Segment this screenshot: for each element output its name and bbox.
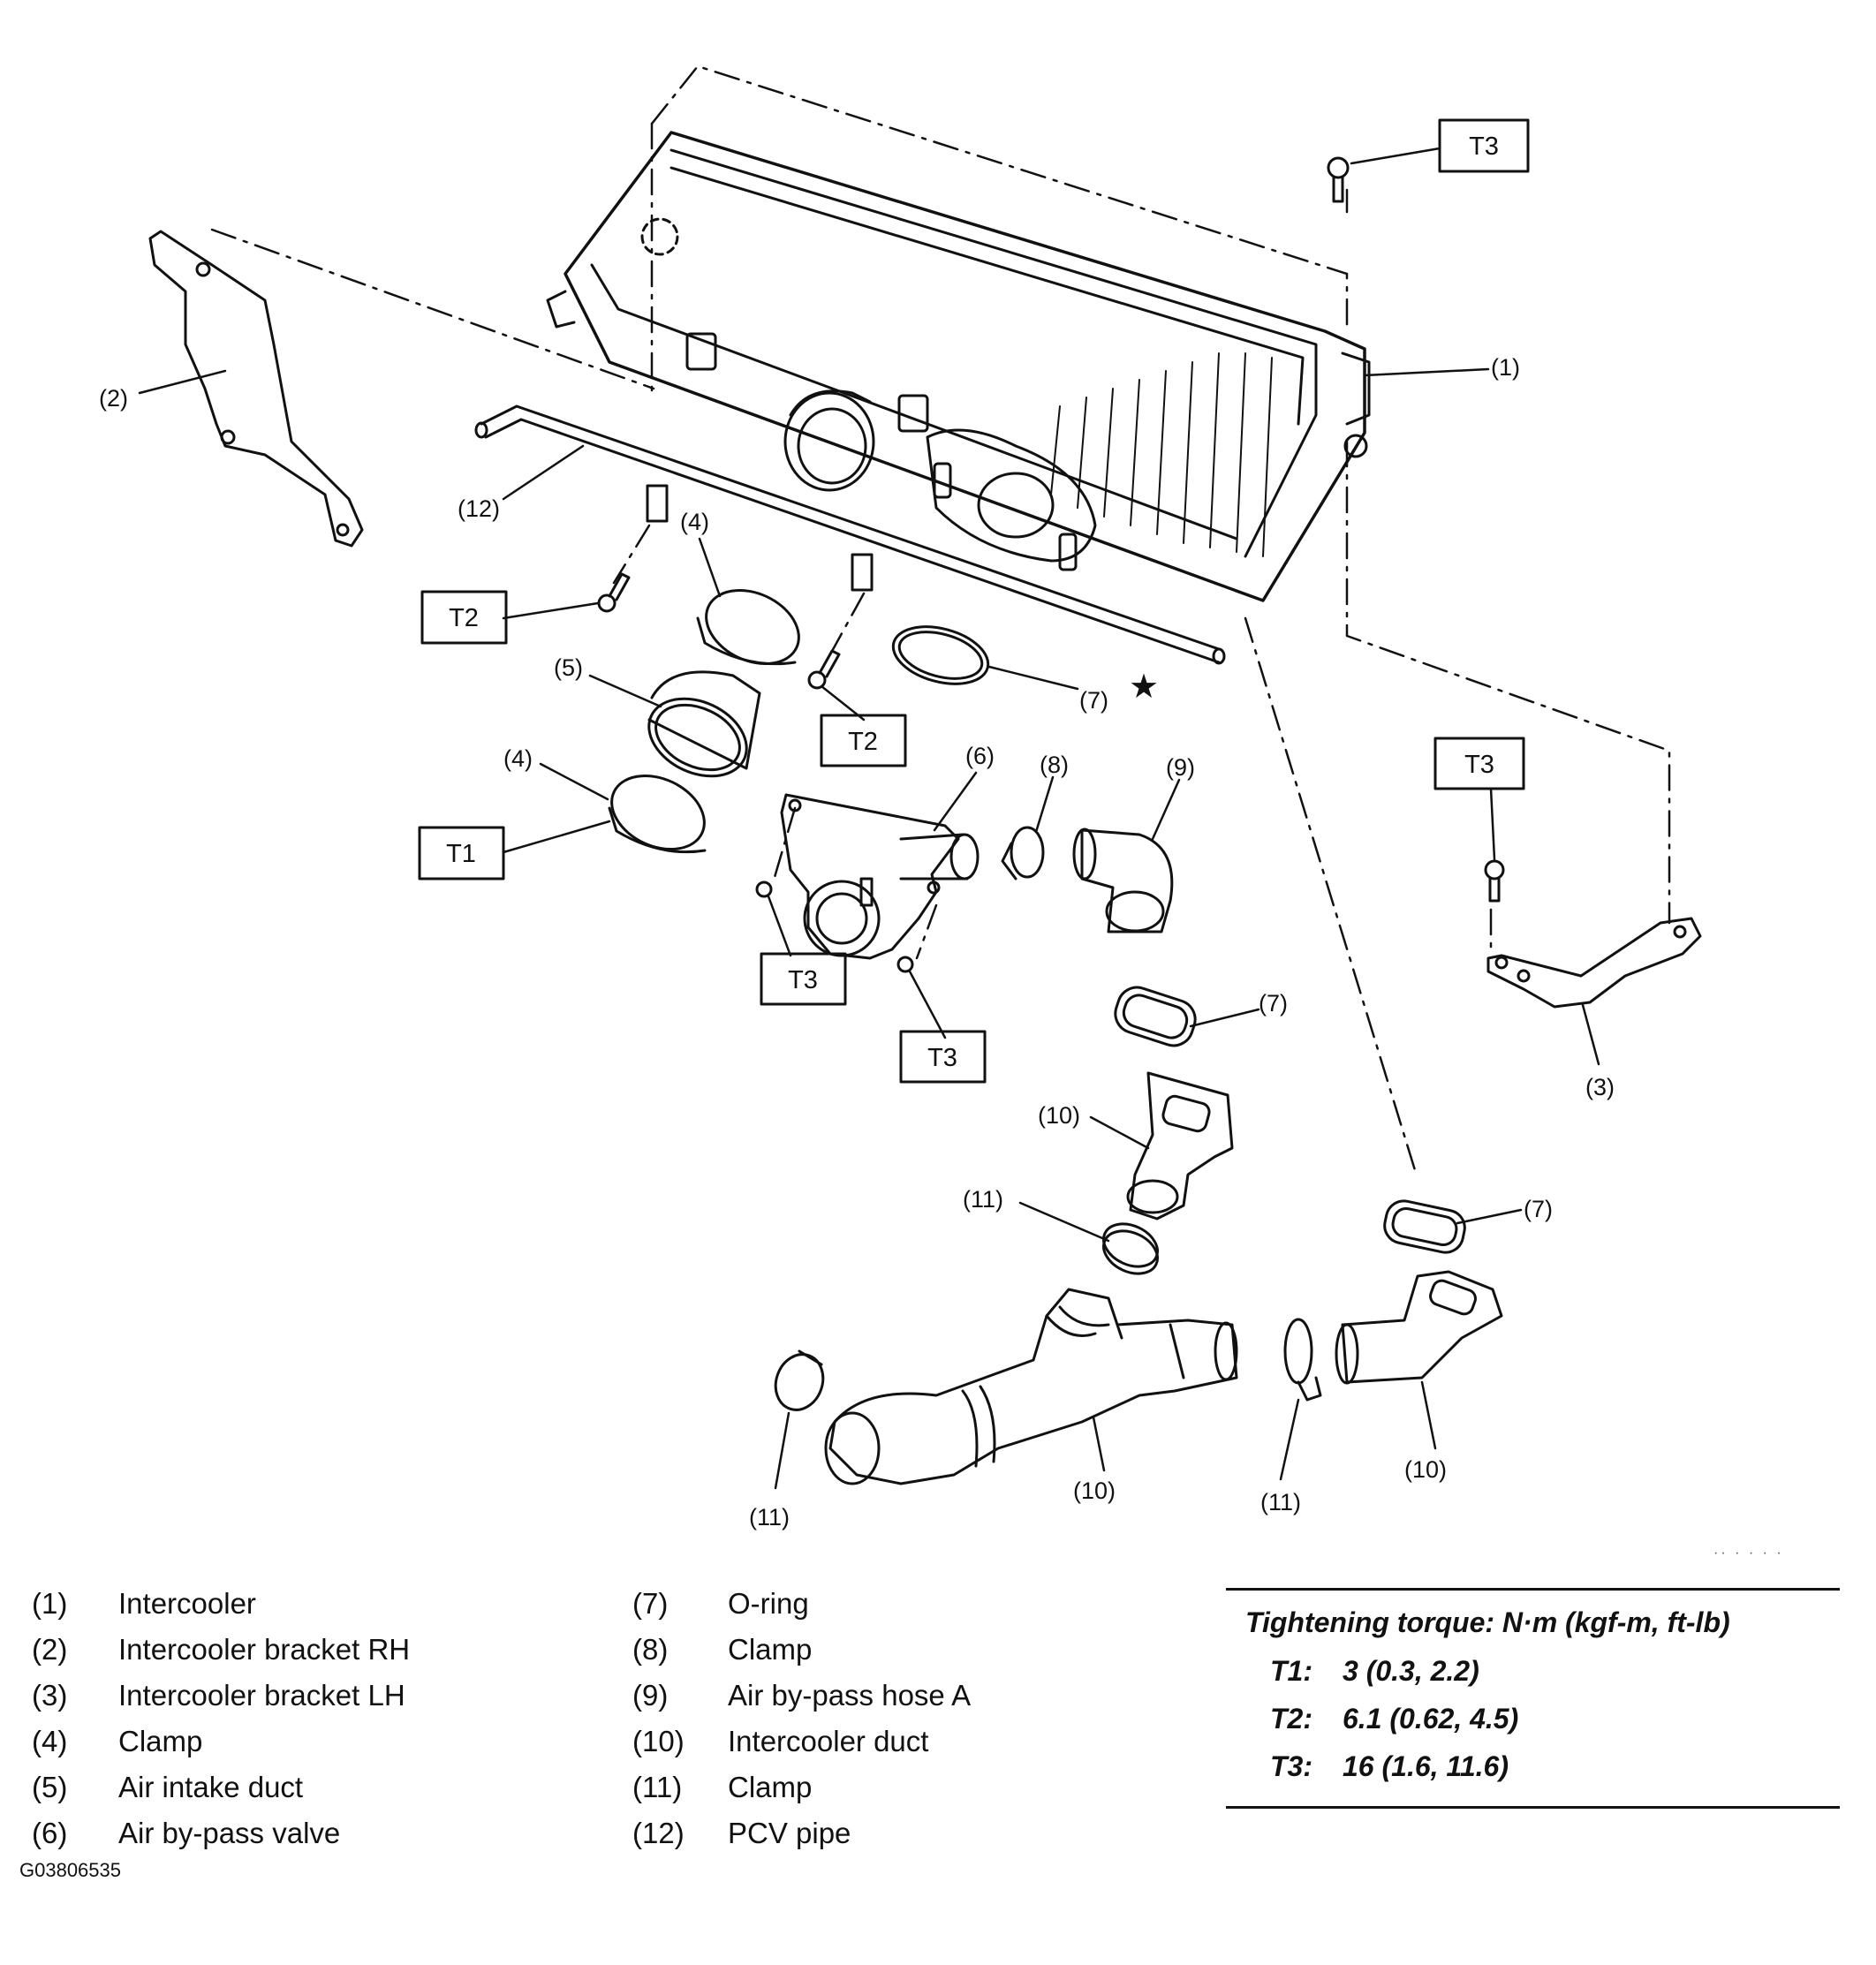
o-ring-lower bbox=[1383, 1199, 1466, 1254]
bolts bbox=[597, 156, 1505, 973]
callout-11-lower-mid: (11) bbox=[1260, 1489, 1301, 1515]
callout-10-upper: (10) bbox=[1038, 1102, 1080, 1129]
pcv-pipe bbox=[474, 404, 1226, 665]
intercooler-duct-main bbox=[824, 1288, 1238, 1485]
callout-8: (8) bbox=[1040, 752, 1069, 778]
torque-table: Tightening torque: N·m (kgf-m, ft-lb) T1… bbox=[1226, 1588, 1840, 1809]
intercooler-duct-upper bbox=[1126, 1071, 1234, 1221]
t3-box-top bbox=[1438, 118, 1530, 173]
leader-lines bbox=[138, 147, 1600, 1490]
legend-left: (1)Intercooler (2)Intercooler bracket RH… bbox=[32, 1581, 410, 1856]
callout-5: (5) bbox=[554, 654, 583, 681]
legend-right: (7)O-ring (8)Clamp (9)Air by-pass hose A… bbox=[632, 1581, 971, 1856]
legend-row: (8)Clamp bbox=[632, 1633, 813, 1666]
t3-label-lh: T3 bbox=[1464, 751, 1494, 779]
legend-row: (10)Intercooler duct bbox=[632, 1725, 929, 1757]
star-icon: ★ bbox=[1129, 669, 1159, 706]
callout-12: (12) bbox=[458, 495, 500, 522]
callout-4-upper: (4) bbox=[680, 509, 709, 535]
callout-7-mid: (7) bbox=[1259, 990, 1288, 1017]
callout-4-lower: (4) bbox=[503, 745, 533, 772]
callout-7-upper: (7) bbox=[1079, 687, 1108, 714]
o-ring-mid bbox=[1114, 986, 1197, 1047]
clamp-11-upper bbox=[1102, 1222, 1159, 1275]
callout-9: (9) bbox=[1166, 754, 1195, 781]
torque-row: T3:16 (1.6, 11.6) bbox=[1270, 1750, 1509, 1782]
intercooler-exploded-diagram: ★ bbox=[99, 64, 1702, 1530]
legend-row: (3)Intercooler bracket LH bbox=[32, 1679, 405, 1712]
air-bypass-valve bbox=[780, 793, 980, 960]
callout-11-upper: (11) bbox=[963, 1186, 1003, 1213]
t2-box-left bbox=[420, 590, 508, 645]
torque-row: T2:6.1 (0.62, 4.5) bbox=[1270, 1703, 1519, 1734]
legend-row: (9)Air by-pass hose A bbox=[632, 1679, 972, 1712]
t1-box bbox=[418, 826, 505, 880]
intercooler-bracket-lh bbox=[1486, 917, 1702, 1009]
legend-row: (11)Clamp bbox=[632, 1771, 813, 1803]
clamp-11-lower-mid bbox=[1283, 1318, 1322, 1402]
legend-row: (7)O-ring bbox=[632, 1587, 809, 1620]
t3-box-valve-a bbox=[760, 952, 847, 1006]
t2-box-mid bbox=[820, 714, 907, 767]
t3-box-valve-b bbox=[899, 1030, 987, 1084]
callout-7-lower: (7) bbox=[1524, 1196, 1553, 1222]
callout-6: (6) bbox=[965, 743, 995, 769]
t2-label-left: T2 bbox=[449, 604, 479, 632]
air-intake-duct bbox=[647, 670, 761, 778]
callout-1: (1) bbox=[1491, 354, 1520, 381]
t3-label-valve-b: T3 bbox=[927, 1044, 957, 1072]
intercooler-bracket-rh bbox=[148, 230, 364, 548]
legend-row: (12)PCV pipe bbox=[632, 1817, 851, 1849]
t3-label-valve-a: T3 bbox=[788, 966, 818, 994]
callout-10-main: (10) bbox=[1073, 1478, 1116, 1504]
callout-3: (3) bbox=[1585, 1074, 1615, 1100]
legend-row: (5)Air intake duct bbox=[32, 1771, 304, 1803]
t3-box-lh bbox=[1433, 737, 1525, 790]
callout-10-lower-right: (10) bbox=[1404, 1456, 1447, 1483]
air-bypass-hose-a bbox=[1072, 828, 1174, 933]
t1-label: T1 bbox=[446, 840, 476, 868]
intercooler bbox=[546, 131, 1371, 602]
legend-row: (6)Air by-pass valve bbox=[32, 1817, 341, 1849]
clamp-11-lower-left bbox=[774, 1349, 825, 1411]
legend-row: (4)Clamp bbox=[32, 1725, 203, 1757]
legend-row: (1)Intercooler bbox=[32, 1587, 256, 1620]
figure-code: G03806535 bbox=[19, 1859, 121, 1881]
callout-11-lower-left: (11) bbox=[749, 1504, 790, 1530]
t3-label-top: T3 bbox=[1469, 132, 1499, 161]
o-ring-upper bbox=[891, 625, 990, 685]
dot-mark: ·· · · · · bbox=[1713, 1546, 1784, 1561]
intercooler-duct-lower-right bbox=[1335, 1270, 1503, 1385]
callout-2: (2) bbox=[99, 385, 128, 412]
clamp-4-lower bbox=[608, 774, 707, 854]
alignment-lines bbox=[210, 64, 1671, 1172]
torque-title: Tightening torque: N·m (kgf-m, ft-lb) bbox=[1245, 1606, 1730, 1638]
t2-label-mid: T2 bbox=[848, 728, 878, 756]
clamp-4-upper bbox=[696, 588, 800, 666]
legend-row: (2)Intercooler bracket RH bbox=[32, 1633, 411, 1666]
torque-boxes bbox=[418, 118, 1530, 1084]
torque-row: T1:3 (0.3, 2.2) bbox=[1270, 1655, 1479, 1687]
clamp-8 bbox=[1001, 826, 1045, 880]
